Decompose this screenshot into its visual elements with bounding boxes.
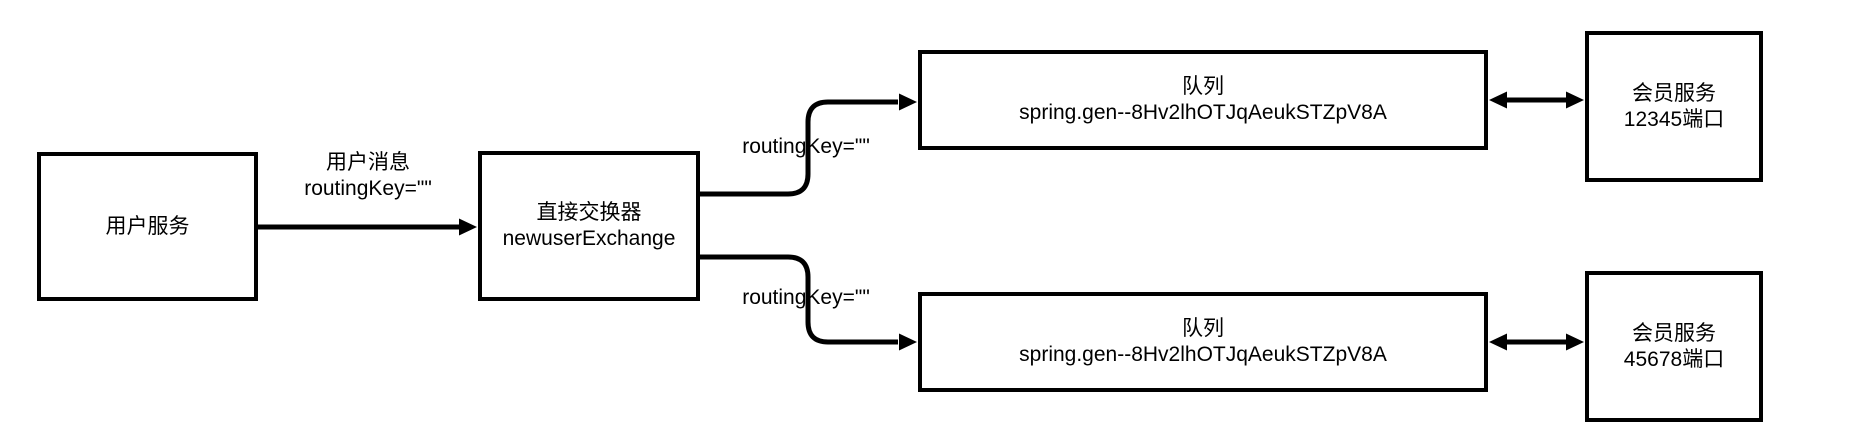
queue-bottom-title-label: 队列: [1182, 317, 1224, 340]
edge-label-user-message: 用户消息 routingKey="": [248, 150, 488, 202]
member-service-bottom-port-label: 45678端口: [1623, 347, 1725, 371]
routingkey-bottom-label: routingKey="": [742, 286, 870, 309]
arrowhead-icon: [1489, 333, 1507, 351]
edge-label-routingkey-bottom: routingKey="": [706, 285, 906, 311]
node-member-service-top: 会员服务 12345端口: [1585, 31, 1763, 182]
arrowhead-icon: [899, 93, 917, 111]
arrowhead-icon: [899, 333, 917, 351]
edge-exchange-to-queue-bottom-line: [698, 254, 898, 345]
node-direct-exchange: 直接交换器 newuserExchange: [478, 151, 700, 301]
member-service-bottom-label: 会员服务: [1632, 321, 1716, 345]
queue-bottom-name-label: spring.gen--8Hv2lhOTJqAeukSTZpV8A: [1019, 343, 1387, 366]
exchange-type-label: 直接交换器: [536, 201, 642, 224]
queue-top-title-label: 队列: [1182, 75, 1224, 98]
routingkey-top-label: routingKey="": [742, 135, 870, 158]
queue-top-name-label: spring.gen--8Hv2lhOTJqAeukSTZpV8A: [1019, 101, 1387, 124]
edge-exchange-to-queue-top-line: [698, 99, 898, 197]
node-user-service: 用户服务: [37, 152, 258, 301]
edge-label-routingkey-top: routingKey="": [706, 134, 906, 160]
node-member-service-bottom: 会员服务 45678端口: [1585, 271, 1763, 422]
node-queue-bottom: 队列 spring.gen--8Hv2lhOTJqAeukSTZpV8A: [918, 292, 1488, 392]
exchange-name-label: newuserExchange: [502, 227, 676, 250]
member-service-top-port-label: 12345端口: [1623, 107, 1725, 131]
arrowhead-icon: [1566, 91, 1584, 109]
user-message-routingkey-label: routingKey="": [304, 177, 432, 200]
user-service-label: 用户服务: [105, 214, 190, 238]
node-queue-top: 队列 spring.gen--8Hv2lhOTJqAeukSTZpV8A: [918, 50, 1488, 150]
user-message-label: 用户消息: [326, 151, 410, 174]
arrowhead-icon: [459, 218, 477, 236]
arrowhead-icon: [1566, 333, 1584, 351]
arrowhead-icon: [1489, 91, 1507, 109]
member-service-top-label: 会员服务: [1632, 81, 1716, 105]
